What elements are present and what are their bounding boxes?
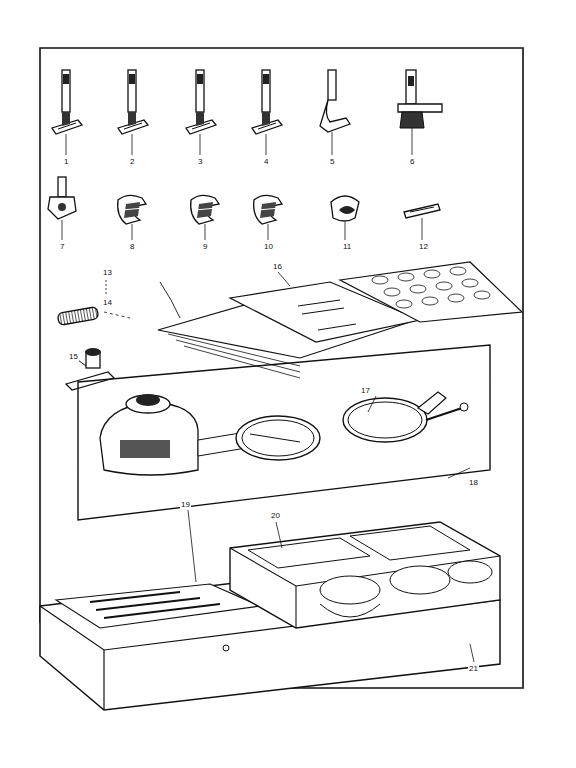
callout-number: 8 bbox=[129, 242, 135, 251]
callout-number: 9 bbox=[202, 242, 208, 251]
callout-number: 5 bbox=[329, 157, 335, 166]
callout-number: 14 bbox=[102, 298, 113, 307]
callout-number: 13 bbox=[102, 268, 113, 277]
callout-number: 19 bbox=[180, 500, 191, 509]
callout-number: 3 bbox=[197, 157, 203, 166]
callout-number: 7 bbox=[59, 242, 65, 251]
callout-number: 17 bbox=[360, 386, 371, 395]
callout-number: 12 bbox=[418, 242, 429, 251]
callout-number: 16 bbox=[272, 262, 283, 271]
callout-number: 11 bbox=[342, 242, 352, 251]
callout-number: 6 bbox=[409, 157, 415, 166]
callout-number: 15 bbox=[68, 352, 79, 361]
callout-number: 4 bbox=[263, 157, 269, 166]
callout-number: 18 bbox=[468, 478, 479, 487]
callout-number: 21 bbox=[468, 664, 479, 673]
callout-number: 20 bbox=[270, 511, 281, 520]
callout-number: 10 bbox=[263, 242, 274, 251]
callout-number: 1 bbox=[63, 157, 69, 166]
callout-number: 2 bbox=[129, 157, 135, 166]
